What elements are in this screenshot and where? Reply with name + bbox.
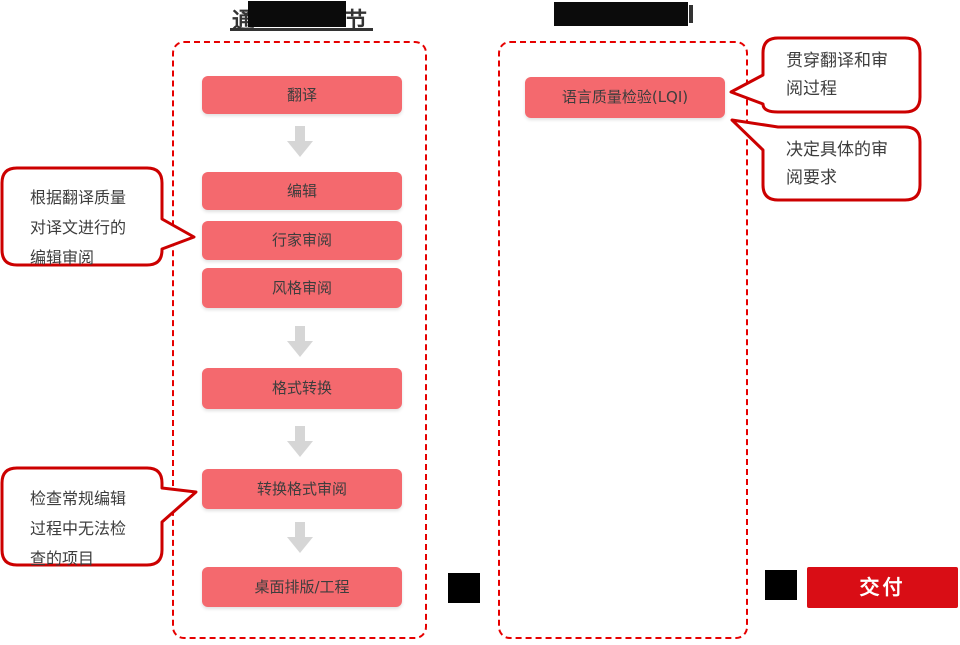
black-square-left — [448, 573, 480, 603]
down-arrow-icon — [287, 522, 313, 553]
callout-bubble-right-bottom — [730, 118, 922, 202]
black-square-right — [765, 570, 797, 600]
flow-step-translation: 翻译 — [202, 76, 402, 114]
left-header-underline — [230, 28, 373, 31]
callout-text-right-top: 贯穿翻译和审 阅过程 — [786, 51, 888, 99]
lqi-box: 语言质量检验(LQI) — [525, 77, 725, 118]
left-header-redaction-box — [248, 1, 346, 27]
flow-step-style-review: 风格审阅 — [202, 268, 402, 308]
down-arrow-icon — [287, 426, 313, 457]
callout-bubble-left-top — [0, 166, 196, 267]
right-header-redaction-box — [554, 2, 688, 26]
flow-step-format-conversion: 格式转换 — [202, 368, 402, 409]
left-header-title-fragment-end: 节 — [345, 9, 369, 34]
callout-text-right-bottom: 决定具体的审 阅要求 — [786, 140, 888, 188]
callout-bubble-right-top — [729, 36, 922, 114]
down-arrow-icon — [287, 326, 313, 357]
flow-step-dtp-engineering: 桌面排版/工程 — [202, 567, 402, 607]
right-header-text-fragment — [689, 5, 693, 23]
right-quality-panel — [498, 41, 748, 639]
flow-step-converted-format-review: 转换格式审阅 — [202, 469, 402, 509]
flow-step-expert-review: 行家审阅 — [202, 221, 402, 260]
callout-text-left-top: 根据翻译质量 对译文进行的 编辑审阅 — [30, 188, 127, 267]
down-arrow-icon — [287, 126, 313, 157]
deliver-button: 交付 — [807, 567, 958, 608]
flow-step-editing: 编辑 — [202, 172, 402, 210]
callout-text-left-bottom: 检查常规编辑 过程中无法检 查的项目 — [30, 489, 127, 568]
callout-bubble-left-bottom — [0, 466, 198, 567]
